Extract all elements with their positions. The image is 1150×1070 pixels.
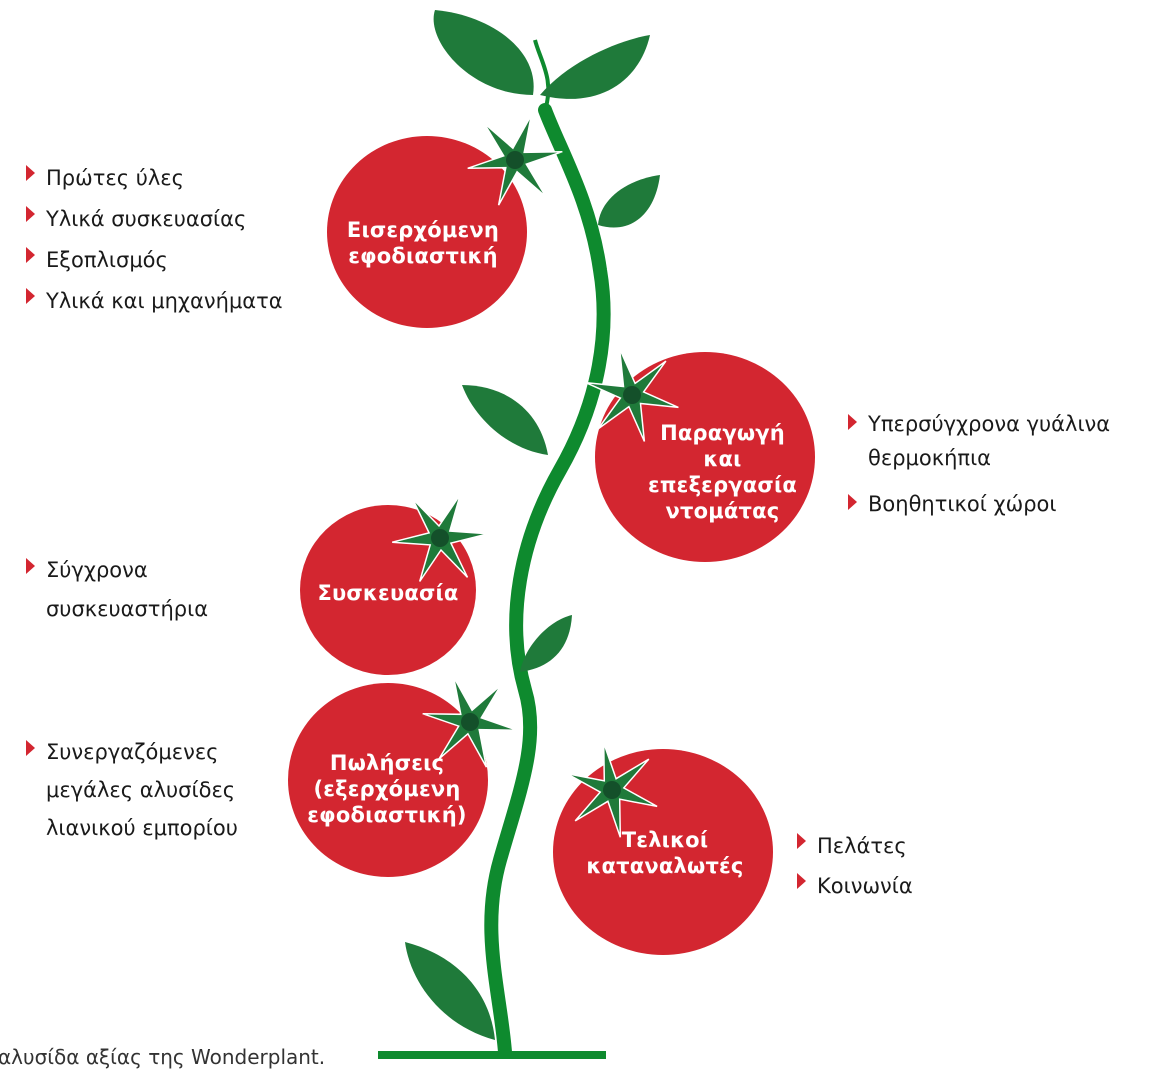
tomato-label-packaging: Συσκευασία (317, 581, 459, 605)
bullet-item: Υπερσύγχρονα γυάλινα θερμοκήπια (846, 407, 1146, 475)
arrow-icon (848, 414, 857, 430)
leaf-top-left (433, 10, 534, 95)
ground-line (378, 1051, 606, 1059)
arrow-icon (26, 247, 35, 263)
arrow-icon (26, 165, 35, 181)
bullet-item: Κοινωνία (795, 866, 913, 906)
bullet-item: Πελάτες (795, 826, 913, 866)
arrow-icon (797, 873, 806, 889)
bullet-item: Υλικά και μηχανήματα (24, 281, 283, 322)
arrow-icon (26, 740, 35, 756)
tomato-inbound (327, 136, 527, 328)
bullet-item: Πρώτες ύλες (24, 158, 283, 199)
figure-caption: αλυσίδα αξίας της Wonderplant. (0, 1045, 326, 1069)
arrow-icon (26, 206, 35, 222)
calyx-center-sales (461, 713, 479, 731)
leaf-bottom-left (405, 942, 495, 1040)
arrow-icon (26, 288, 35, 304)
bullet-item: Συνεργαζόμενες μεγάλες αλυσίδες λιανικού… (24, 733, 269, 847)
bullets-consumers: Πελάτες Κοινωνία (795, 826, 913, 906)
arrow-icon (848, 494, 857, 510)
tomato-sales (288, 683, 488, 877)
bullet-item: Βοηθητικοί χώροι (846, 487, 1146, 521)
arrow-icon (26, 558, 35, 574)
bullets-inbound: Πρώτες ύλες Υλικά συσκευασίας Εξοπλισμός… (24, 158, 283, 322)
leaf-left-middle (462, 385, 548, 455)
leaf-right-upper (598, 175, 660, 228)
calyx-center-packaging (431, 529, 449, 547)
leaf-top-right (540, 35, 650, 99)
bullet-item: Υλικά συσκευασίας (24, 199, 283, 240)
calyx-center-consumers (603, 781, 621, 799)
bullets-production: Υπερσύγχρονα γυάλινα θερμοκήπια Βοηθητικ… (846, 407, 1146, 521)
leaf-right-lower (520, 615, 572, 672)
bullets-packaging: Σύγχρονα συσκευαστήρια (24, 551, 244, 629)
bullet-item: Σύγχρονα συσκευαστήρια (24, 551, 244, 629)
bullets-sales: Συνεργαζόμενες μεγάλες αλυσίδες λιανικού… (24, 733, 269, 847)
calyx-center-inbound (506, 151, 524, 169)
calyx-center-production (623, 386, 641, 404)
main-stem (484, 103, 611, 1059)
arrow-icon (797, 833, 806, 849)
top-branch (533, 39, 551, 111)
bullet-item: Εξοπλισμός (24, 240, 283, 281)
